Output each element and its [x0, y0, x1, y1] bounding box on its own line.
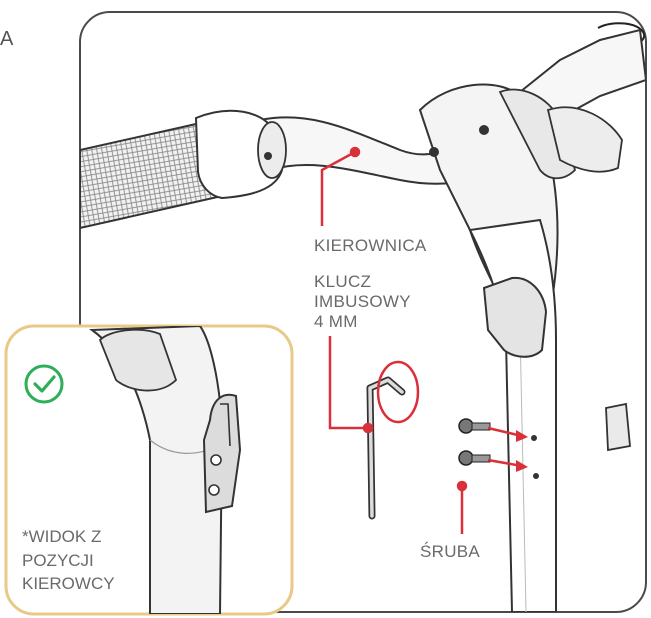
screws: [458, 418, 491, 466]
arrow-heads: [516, 430, 528, 472]
label-handlebar: KIEROWNICA: [314, 236, 427, 255]
corner-letter: A: [0, 28, 14, 50]
inset-label-line3: KIEROWCY: [22, 574, 115, 593]
inset-drawing: [89, 326, 242, 614]
label-key-line1: KLUCZ: [314, 272, 372, 291]
label-screw: ŚRUBA: [420, 542, 481, 561]
inset-label-line1: *WIDOK Z: [22, 527, 102, 546]
label-key-line3: 4 MM: [314, 312, 358, 331]
scooter-parts: [80, 22, 646, 612]
check-circle-icon: [24, 364, 64, 404]
inset-label-line2: POZYCJI: [22, 551, 94, 570]
label-key-line2: IMBUSOWY: [314, 292, 411, 311]
